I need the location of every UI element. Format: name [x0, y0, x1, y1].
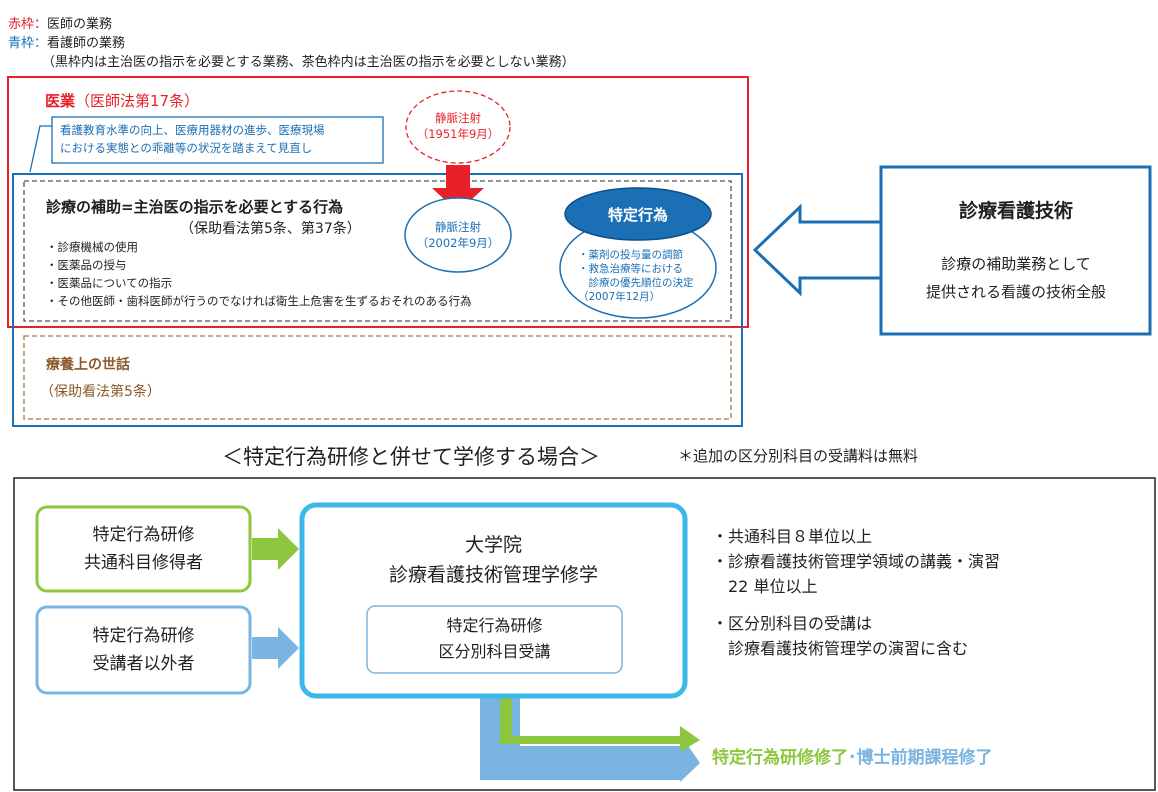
- medical-law: （医師法第17条）: [75, 92, 200, 110]
- review-note-line: 看護教育水準の向上、医療用器材の進歩、医療現場: [60, 123, 325, 137]
- down-arrow: [432, 165, 484, 212]
- result-masters: 博士前期課程修了: [856, 748, 993, 768]
- assist-list: ・診療機械の使用 ・医薬品の授与 ・医薬品についての指示 ・その他医師・歯科医師…: [46, 238, 472, 310]
- doctor-frame: [7, 76, 749, 328]
- specific-title-ellipse: [564, 187, 712, 241]
- inner-line: 区分別科目受講: [438, 642, 551, 661]
- legend-blue-desc: 看護師の業務: [47, 36, 126, 51]
- review-note-line: における実態との乖離等の状況を踏まえて見直し: [60, 141, 313, 155]
- tech-title: 診療看護技術: [958, 200, 1073, 222]
- legend-red: 赤枠：医師の業務: [8, 13, 112, 32]
- legend-red-desc: 医師の業務: [47, 17, 113, 32]
- grad-text: 大学院診療看護技術管理学修学: [302, 530, 685, 590]
- tech-line: 診療の補助業務として: [941, 255, 1091, 273]
- specific-title: 特定行為: [607, 206, 668, 224]
- green-arrow: [252, 528, 299, 570]
- tech-line: 提供される看護の技術全般: [925, 283, 1106, 301]
- blue-arrow: [252, 627, 299, 669]
- inner-text: 特定行為研修区分別科目受講: [367, 613, 622, 665]
- iv-1951-label: 静脈注射: [435, 111, 481, 125]
- others-line: 受講者以外者: [92, 654, 195, 674]
- iv-1951-ellipse: [405, 90, 511, 164]
- requirement: 22 単位以上: [712, 577, 818, 596]
- nurse-frame: [12, 173, 743, 427]
- assist-item: ・医薬品についての指示: [46, 276, 173, 290]
- iv-1951: 静脈注射 （1951年9月）: [408, 110, 508, 142]
- assist-item: ・診療機械の使用: [46, 240, 138, 254]
- requirement: ・区分別科目の受講は: [712, 614, 873, 633]
- flow-frame: [13, 477, 1156, 791]
- grad-line: 大学院: [464, 534, 522, 556]
- medical-label: 医業: [45, 92, 76, 110]
- tech-desc: 診療の補助業務として提供される看護の技術全般: [881, 250, 1151, 306]
- legend-blue: 青枠：看護師の業務: [8, 32, 125, 51]
- review-note-box: [51, 116, 384, 164]
- medical-title: 医業（医師法第17条）: [45, 90, 199, 111]
- specific-date: （2007年12月）: [578, 291, 661, 303]
- requirement: 診療看護技術管理学の演習に含む: [712, 639, 969, 658]
- result-green-arrow: [500, 696, 700, 752]
- requirement: ・共通科目８単位以上: [712, 527, 873, 546]
- legend-red-key: 赤枠: [8, 17, 35, 32]
- result-sep: ･: [848, 748, 857, 768]
- left-arrow: [752, 203, 884, 297]
- assist-item: ・その他医師・歯科医師が行うのでなければ衛生上危害を生ずるおそれのある行為: [46, 294, 472, 308]
- note-connector: [29, 125, 52, 173]
- legend-note: （黒枠内は主治医の指示を必要とする業務、茶色枠内は主治医の指示を必要としない業務…: [42, 55, 575, 70]
- iv-2002-label: 静脈注射: [435, 220, 481, 234]
- inner-box: [366, 605, 623, 674]
- assist-law: （保助看法第5条、第37条）: [180, 221, 361, 237]
- completed-box: [35, 505, 252, 593]
- care-law: （保助看法第5条）: [40, 384, 161, 400]
- others-line: 特定行為研修: [92, 626, 195, 646]
- others-text: 特定行為研修受講者以外者: [37, 622, 250, 678]
- care-title: 療養上の世話: [46, 357, 130, 373]
- grad-line: 診療看護技術管理学修学: [388, 564, 598, 586]
- requirements-list: ・共通科目８単位以上 ・診療看護技術管理学領域の講義・演習 22 単位以上 ・区…: [712, 524, 1000, 661]
- specific-item: ・救急治療等における: [578, 263, 683, 275]
- legend-sep: ：: [34, 17, 48, 32]
- specific-list: ・薬剤の投与量の調節 ・救急治療等における 診療の優先順位の決定 （2007年1…: [578, 248, 694, 304]
- others-box: [35, 605, 252, 695]
- iv-2002: 静脈注射 （2002年9月）: [405, 219, 511, 251]
- iv-2002-date: （2002年9月）: [416, 236, 500, 250]
- result-training: 特定行為研修修了: [712, 748, 848, 768]
- legend-sep: ：: [34, 36, 48, 51]
- requirement: ・診療看護技術管理学領域の講義・演習: [712, 552, 1001, 571]
- completed-line: 特定行為研修: [92, 525, 195, 545]
- assist-title: 診療の補助=主治医の指示を必要とする行為: [46, 198, 344, 216]
- review-note: 看護教育水準の向上、医療用器材の進歩、医療現場における実態との乖離等の状況を踏ま…: [60, 121, 325, 157]
- care-dashed-frame: [23, 335, 732, 420]
- section-heading: ＜特定行為研修と併せて学修する場合＞: [222, 445, 600, 469]
- assist-item: ・医薬品の授与: [46, 258, 127, 272]
- inner-line: 特定行為研修: [446, 616, 543, 635]
- legend-blue-key: 青枠: [8, 36, 35, 51]
- completed-line: 共通科目修得者: [84, 553, 203, 573]
- completed-text: 特定行為研修共通科目修得者: [37, 521, 250, 577]
- iv-1951-date: （1951年9月）: [416, 127, 500, 141]
- assist-dashed-frame: [23, 180, 732, 322]
- specific-item: 診療の優先順位の決定: [578, 277, 694, 289]
- result-text: 特定行為研修修了･博士前期課程修了: [712, 743, 993, 768]
- section-note: ＊追加の区分別科目の受講料は無料: [678, 447, 919, 465]
- iv-2002-ellipse: [404, 197, 512, 273]
- result-blue-arrow: [480, 696, 700, 782]
- tech-box: [879, 165, 1152, 336]
- specific-item: ・薬剤の投与量の調節: [578, 249, 683, 261]
